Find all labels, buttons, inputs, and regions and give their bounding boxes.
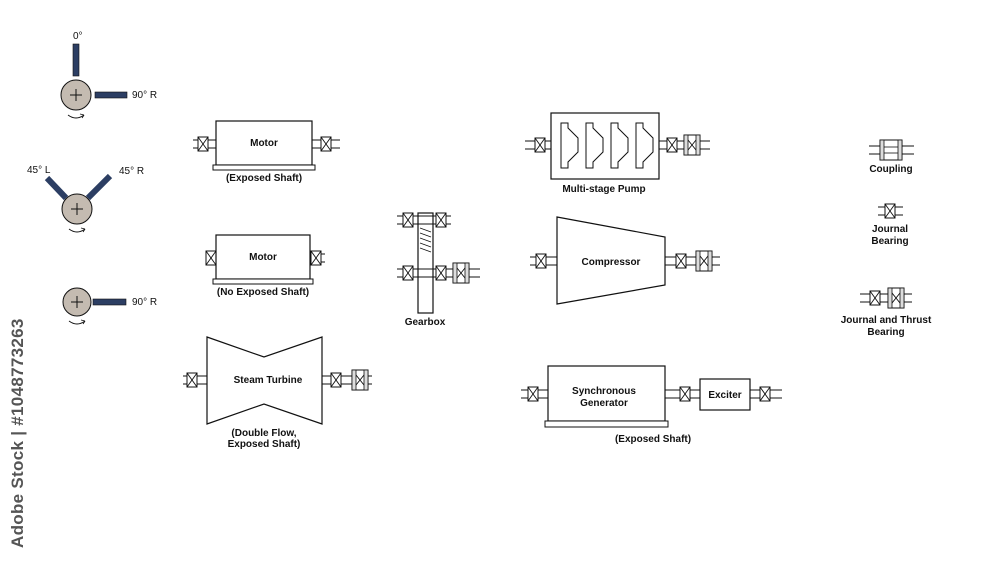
journal-bearing-icon	[310, 250, 322, 266]
angle-label-0: 0°	[73, 31, 83, 42]
motor-body	[215, 120, 313, 166]
journal-bearing-icon	[679, 386, 691, 402]
rotation-arrow-icon	[67, 113, 85, 119]
journal-bearing-icon	[534, 137, 546, 153]
thrust-label-line2: Bearing	[867, 327, 904, 338]
motor-label: Motor	[250, 138, 278, 149]
probe-diagram-middle: 45° L 45° R	[27, 165, 144, 233]
pump-impellers	[560, 122, 654, 169]
compressor-label: Compressor	[582, 257, 641, 268]
probe-diagram-bottom: 90° R	[62, 287, 157, 325]
generator-body	[547, 365, 666, 422]
exciter-body	[699, 378, 751, 411]
synchronous-generator: Synchronous Generator Exciter (Exposed S…	[521, 365, 782, 445]
generator-caption: (Exposed Shaft)	[615, 434, 691, 445]
vertical-probe	[72, 43, 80, 77]
journal-bearing-icon	[197, 136, 209, 152]
motor-label: Motor	[249, 252, 277, 263]
legend: Coupling Journal Bearing Journal and Thr…	[841, 139, 932, 338]
rotation-arrow-icon	[68, 319, 86, 325]
gearbox-caption: Gearbox	[405, 317, 446, 328]
legend-journal-bearing: Journal Bearing	[871, 203, 909, 247]
journal-bearing-icon	[330, 372, 342, 388]
angle-label-90r: 90° R	[132, 90, 157, 101]
journal-bearing-icon	[402, 265, 414, 281]
motor-caption: (No Exposed Shaft)	[217, 287, 309, 298]
coupling-icon	[879, 139, 903, 161]
gearbox: Gearbox	[397, 212, 480, 328]
compressor: Compressor	[530, 216, 720, 305]
journal-bearing-icon	[435, 265, 447, 281]
right-probe	[85, 173, 113, 201]
motor-body	[215, 234, 311, 280]
thrust-bearing-icon	[452, 262, 470, 284]
compressor-casing	[556, 216, 666, 305]
motor-exposed-shaft: Motor (Exposed Shaft)	[193, 120, 340, 184]
steam-turbine: Steam Turbine (Double Flow, Exposed Shaf…	[183, 336, 372, 450]
legend-coupling: Coupling	[869, 139, 914, 175]
journal-label-line2: Bearing	[871, 236, 908, 247]
turbine-caption-line1: (Double Flow,	[231, 428, 296, 439]
thrust-bearing-icon	[887, 287, 905, 309]
motor-base	[212, 164, 316, 171]
journal-label-line1: Journal	[872, 224, 908, 235]
multi-stage-pump: Multi-stage Pump	[525, 112, 710, 195]
motor-base	[212, 278, 314, 285]
journal-bearing-icon	[535, 253, 547, 269]
journal-bearing-icon	[527, 386, 539, 402]
thrust-bearing-icon	[683, 134, 701, 156]
probe-diagram-top: 0° 90° R	[60, 31, 157, 119]
turbine-label: Steam Turbine	[234, 375, 303, 386]
left-probe	[44, 175, 69, 201]
thrust-bearing-icon	[351, 369, 369, 391]
gear-teeth	[419, 227, 432, 253]
journal-bearing-icon	[759, 386, 771, 402]
motor-caption: (Exposed Shaft)	[226, 173, 302, 184]
thrust-label-line1: Journal and Thrust	[841, 315, 932, 326]
journal-bearing-icon	[869, 290, 881, 306]
rotation-arrow-icon	[68, 227, 86, 233]
turbine-caption-line2: Exposed Shaft)	[228, 439, 301, 450]
horizontal-probe	[94, 91, 128, 99]
pump-caption: Multi-stage Pump	[562, 184, 645, 195]
generator-label-line1: Synchronous	[572, 386, 636, 397]
thrust-bearing-icon	[695, 250, 713, 272]
journal-bearing-icon	[402, 212, 414, 228]
journal-bearing-icon	[884, 203, 896, 219]
generator-label-line2: Generator	[580, 398, 628, 409]
angle-label-90r: 90° R	[132, 297, 157, 308]
gearbox-housing	[417, 212, 434, 314]
legend-journal-thrust-bearing: Journal and Thrust Bearing	[841, 287, 932, 338]
generator-base	[544, 420, 669, 428]
coupling-label: Coupling	[869, 164, 912, 175]
motor-no-exposed-shaft: Motor (No Exposed Shaft)	[205, 234, 325, 298]
journal-bearing-icon	[675, 253, 687, 269]
exciter-label: Exciter	[708, 390, 741, 401]
angle-label-45r: 45° R	[119, 166, 144, 177]
turbine-casing	[206, 336, 323, 425]
journal-bearing-icon	[186, 372, 198, 388]
stock-watermark: Adobe Stock | #1048773263	[8, 318, 27, 548]
journal-bearing-icon	[666, 137, 678, 153]
journal-bearing-icon	[320, 136, 332, 152]
journal-bearing-icon	[435, 212, 447, 228]
horizontal-probe	[92, 298, 127, 306]
angle-label-45l: 45° L	[27, 165, 51, 176]
journal-bearing-icon	[205, 250, 217, 266]
